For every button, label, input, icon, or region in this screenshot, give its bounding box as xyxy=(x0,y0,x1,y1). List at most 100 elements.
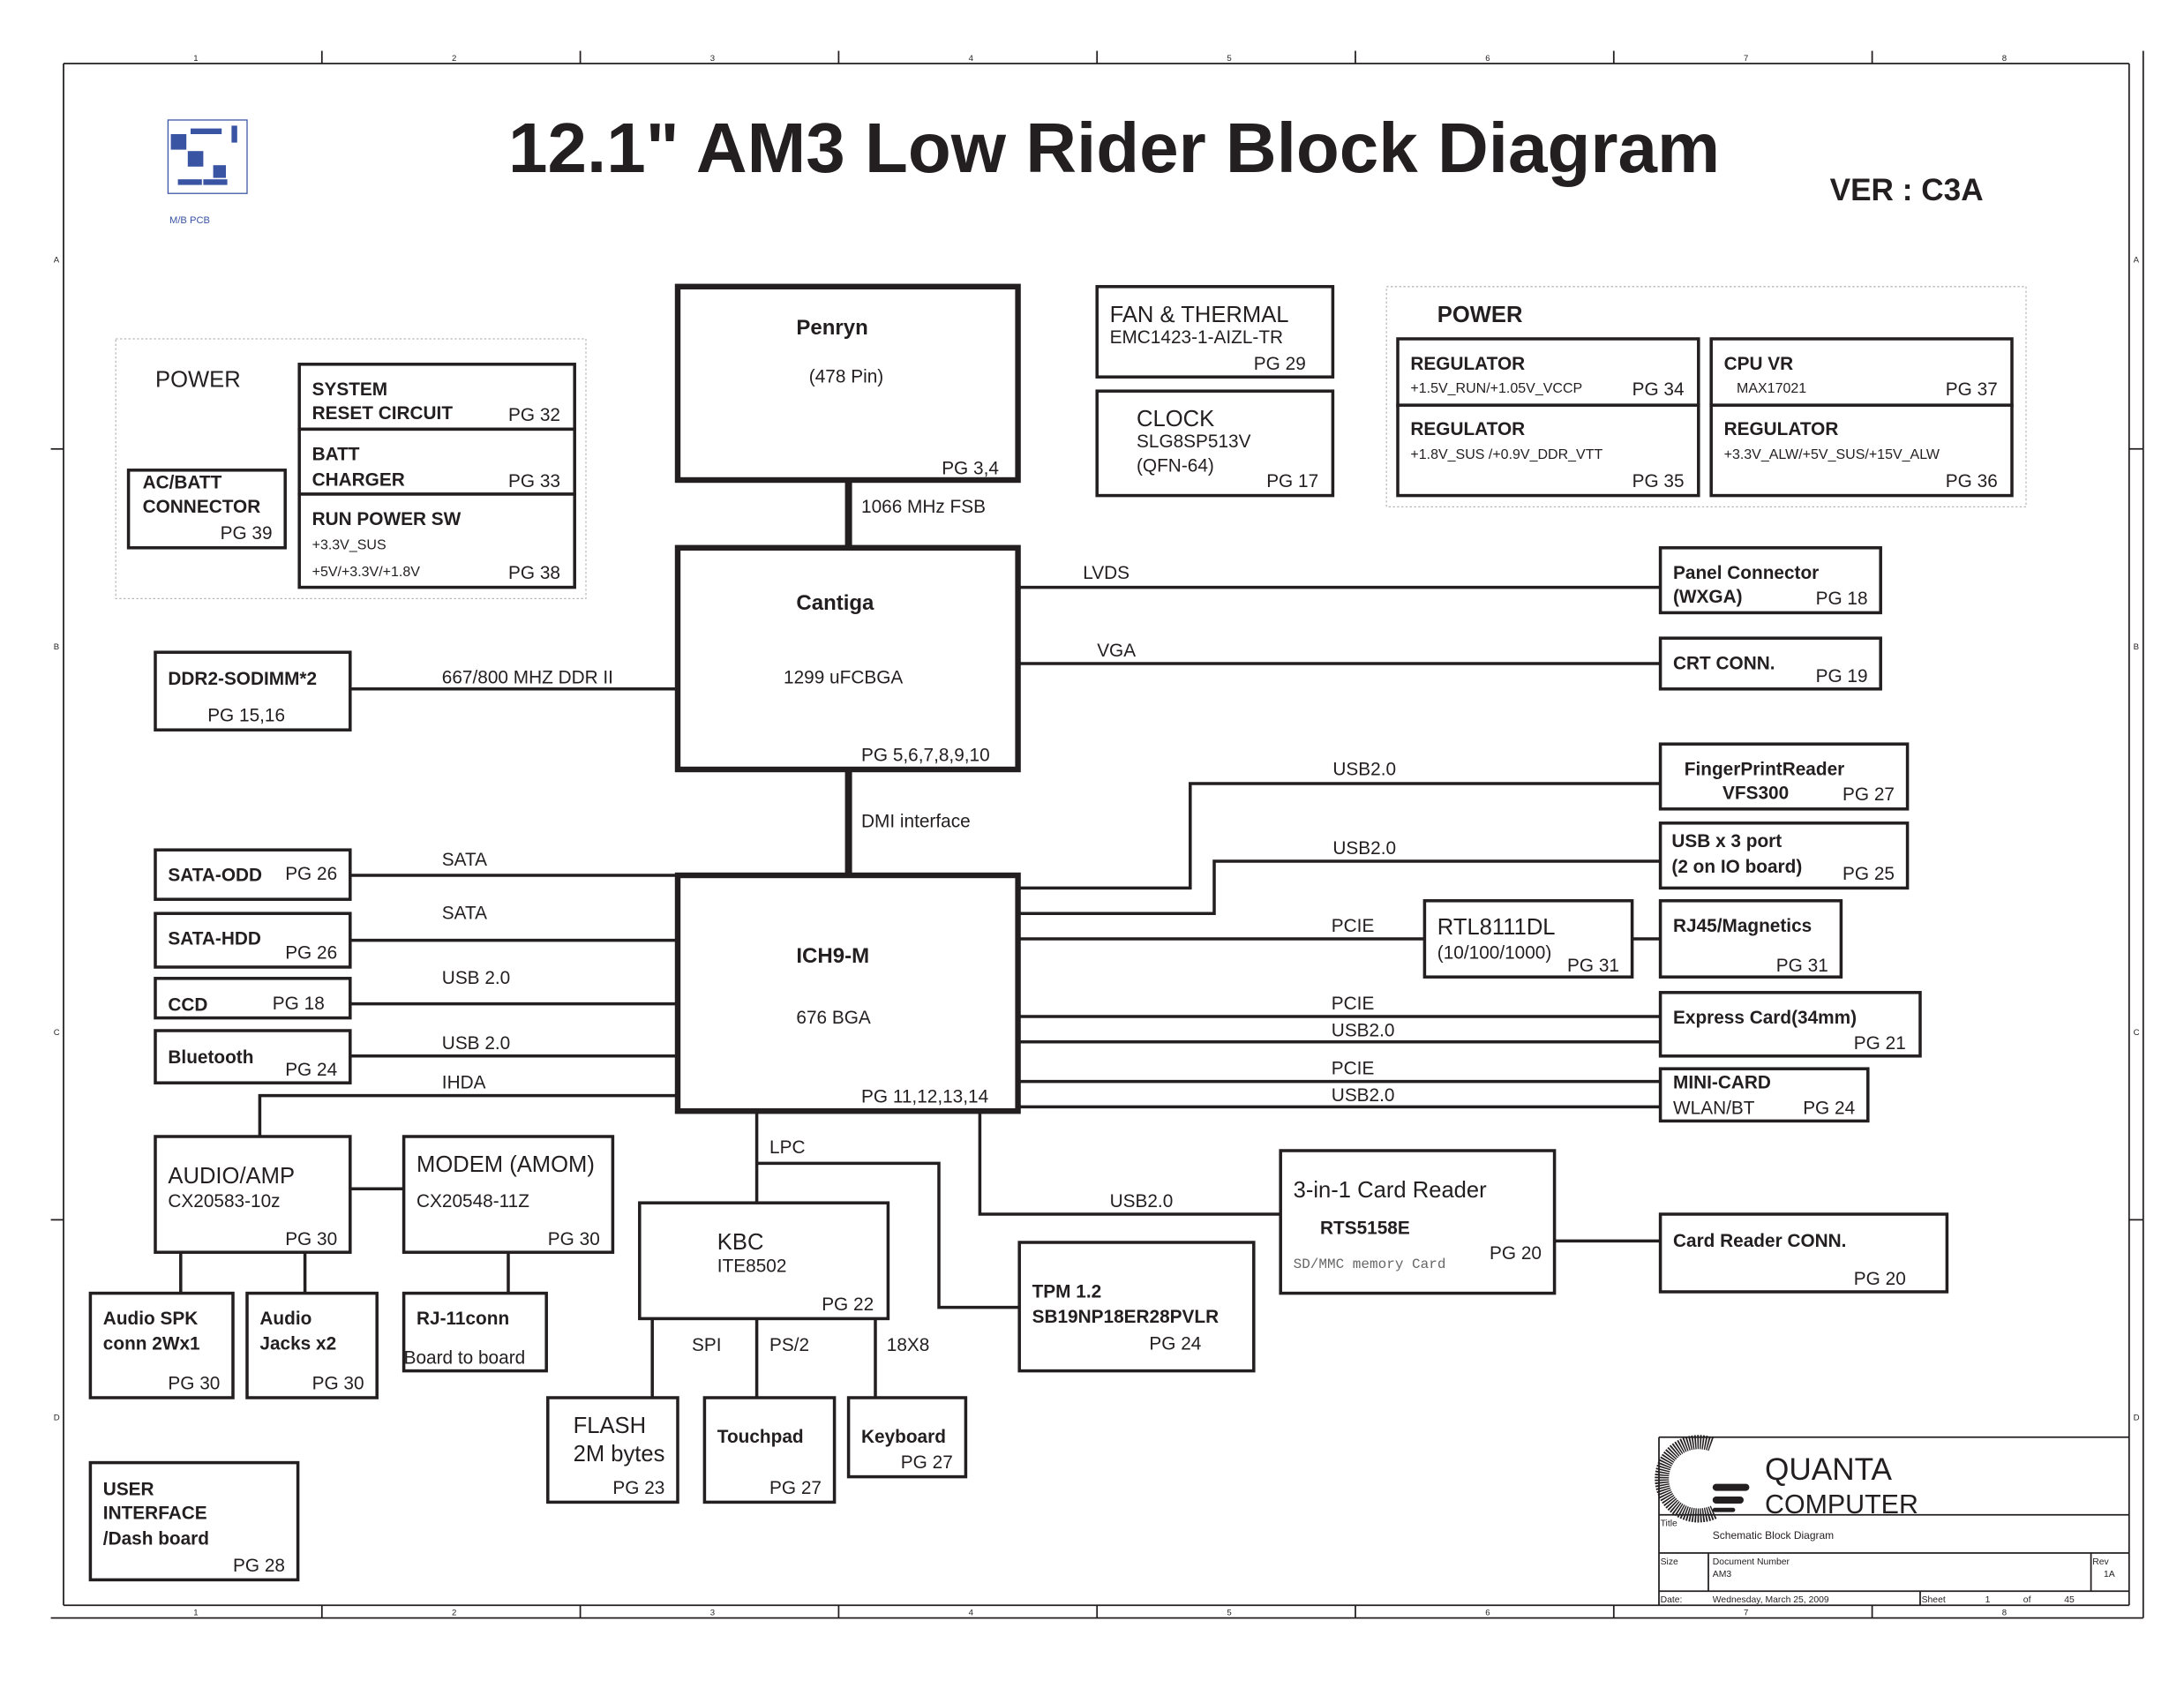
crt-connector-block[interactable]: CRT CONN. PG 19 xyxy=(1658,636,1882,691)
block-label: RTL8111DL xyxy=(1437,915,1556,940)
power-group-right xyxy=(1385,286,2027,508)
mini-card-block[interactable]: MINI-CARD WLAN/BT PG 24 xyxy=(1658,1067,1870,1123)
panel-connector-block[interactable]: Panel Connector (WXGA) PG 18 xyxy=(1658,546,1882,615)
bus-label: USB2.0 xyxy=(1332,759,1396,779)
rj11-connector-block[interactable]: RJ-11conn Board to board xyxy=(402,1291,548,1373)
flash-block[interactable]: FLASH 2M bytes PG 23 xyxy=(546,1396,679,1504)
card-reader-connector-block[interactable]: Card Reader CONN. PG 20 xyxy=(1658,1212,1949,1294)
ddr2-sodimm-block[interactable]: DDR2-SODIMM*2 PG 15,16 xyxy=(154,650,352,731)
ccd-block[interactable]: CCD PG 18 xyxy=(154,977,352,1020)
batt-charger-block[interactable]: BATT CHARGER PG 33 xyxy=(297,427,576,496)
bus-label: PCIE xyxy=(1332,994,1375,1014)
page-ref: PG 39 xyxy=(221,523,273,544)
rail-label: +3.3V_ALW/+5V_SUS/+15V_ALW xyxy=(1724,447,1940,462)
lan-rtl8111dl-block[interactable]: RTL8111DL (10/100/1000) PG 31 xyxy=(1422,899,1634,979)
bus-label: IHDA xyxy=(442,1073,486,1093)
usb-port-block[interactable]: USB x 3 port (2 on IO board) PG 25 xyxy=(1658,821,1910,890)
page-ref: PG 29 xyxy=(1254,354,1306,374)
block-label: 3-in-1 Card Reader xyxy=(1294,1178,1488,1203)
fan-thermal-block[interactable]: FAN & THERMAL EMC1423-1-AIZL-TR PG 29 xyxy=(1095,285,1335,379)
block-sub: 1299 uFCBGA xyxy=(784,667,903,687)
field-label: Document Number xyxy=(1713,1557,1790,1567)
bus-label: LVDS xyxy=(1083,563,1130,583)
rail-label: +3.3V_SUS xyxy=(312,537,387,552)
audio-speaker-connector-block[interactable]: Audio SPK conn 2Wx1 PG 30 xyxy=(88,1291,235,1399)
sata-odd-block[interactable]: SATA-ODD PG 26 xyxy=(154,848,352,901)
card-reader-block[interactable]: 3-in-1 Card Reader RTS5158E SD/MMC memor… xyxy=(1279,1149,1557,1295)
tpm-block[interactable]: TPM 1.2 SB19NP18ER28PVLR PG 24 xyxy=(1017,1241,1256,1373)
bus-label: 1066 MHz FSB xyxy=(861,497,986,517)
row-label: D xyxy=(54,1414,60,1423)
regulator-vccp-block[interactable]: REGULATOR +1.5V_RUN/+1.05V_VCCP PG 34 xyxy=(1396,337,1700,407)
block-label: CPU VR xyxy=(1724,354,1794,374)
page-ref: PG 36 xyxy=(1946,471,1998,491)
quanta-logo-icon xyxy=(1655,1435,1750,1523)
ac-batt-connector-block[interactable]: AC/BATT CONNECTOR PG 39 xyxy=(126,469,287,550)
column-label: 7 xyxy=(1744,1608,1748,1617)
fingerprint-reader-block[interactable]: FingerPrintReader VFS300 PG 27 xyxy=(1658,742,1910,811)
cpu-penryn-block[interactable]: Penryn (478 Pin) PG 3,4 xyxy=(674,283,1021,484)
column-label: 8 xyxy=(2002,54,2007,64)
user-interface-block[interactable]: USER INTERFACE /Dash board PG 28 xyxy=(88,1460,300,1582)
block-label: MODEM (AMOM) xyxy=(417,1152,595,1177)
doc-title: Schematic Block Diagram xyxy=(1713,1529,1834,1542)
column-label: 5 xyxy=(1227,54,1231,64)
southbridge-ich9m-block[interactable]: ICH9-M 676 BGA PG 11,12,13,14 xyxy=(674,872,1021,1114)
modem-block[interactable]: MODEM (AMOM) CX20548-11Z PG 30 xyxy=(402,1135,615,1254)
block-label: conn 2Wx1 xyxy=(103,1334,200,1354)
bluetooth-block[interactable]: Bluetooth PG 24 xyxy=(154,1029,352,1084)
northbridge-cantiga-block[interactable]: Cantiga 1299 uFCBGA PG 5,6,7,8,9,10 xyxy=(674,544,1021,773)
company-name: QUANTA xyxy=(1765,1452,1893,1487)
page-ref: PG 30 xyxy=(168,1373,220,1393)
page-ref: PG 26 xyxy=(285,942,337,963)
page-ref: PG 11,12,13,14 xyxy=(861,1087,988,1107)
audio-amp-block[interactable]: AUDIO/AMP CX20583-10z PG 30 xyxy=(154,1135,352,1254)
bus-label: PCIE xyxy=(1332,916,1375,936)
column-label: 7 xyxy=(1744,54,1748,64)
column-label: 4 xyxy=(969,54,974,64)
regulator-alw-block[interactable]: REGULATOR +3.3V_ALW/+5V_SUS/+15V_ALW PG … xyxy=(1709,403,2014,498)
page-ref: PG 17 xyxy=(1266,471,1318,491)
run-power-switch-block[interactable]: RUN POWER SW +3.3V_SUS +5V/+3.3V/+1.8V P… xyxy=(297,492,576,589)
page-ref: PG 24 xyxy=(1149,1334,1201,1354)
block-label: VFS300 xyxy=(1722,784,1789,804)
block-sub: SLG8SP513V xyxy=(1137,431,1251,452)
block-label: RTS5158E xyxy=(1320,1218,1410,1238)
fingerprint-link xyxy=(1017,782,1661,890)
block-label: INTERFACE xyxy=(103,1504,207,1524)
block-sub: 676 BGA xyxy=(796,1008,871,1028)
cpu-vr-block[interactable]: CPU VR MAX17021 PG 37 xyxy=(1709,337,2014,407)
field-label: of xyxy=(2023,1595,2031,1605)
page-ref: PG 27 xyxy=(769,1478,822,1498)
power-group-label: POWER xyxy=(155,367,241,392)
block-label: CHARGER xyxy=(312,469,405,490)
block-label: MINI-CARD xyxy=(1673,1073,1771,1093)
express-card-block[interactable]: Express Card(34mm) PG 21 xyxy=(1658,991,1922,1058)
power-group-label: POWER xyxy=(1437,303,1523,327)
bus-label: USB2.0 xyxy=(1110,1191,1174,1212)
sata-hdd-block[interactable]: SATA-HDD PG 26 xyxy=(154,912,352,969)
row-label: B xyxy=(2134,642,2139,652)
row-label: A xyxy=(2134,256,2140,266)
field-label: Size xyxy=(1661,1557,1678,1567)
rj45-magnetics-block[interactable]: RJ45/Magnetics PG 31 xyxy=(1658,899,1843,979)
block-label: Cantiga xyxy=(796,591,874,615)
page-ref: PG 27 xyxy=(901,1452,953,1473)
rail-label: MAX17021 xyxy=(1737,381,1806,396)
block-sub: WLAN/BT xyxy=(1673,1098,1755,1118)
sheet-total: 45 xyxy=(2064,1595,2075,1605)
column-label: 1 xyxy=(193,54,198,64)
rev-value: 1A xyxy=(2104,1570,2115,1579)
clock-block[interactable]: CLOCK SLG8SP513V (QFN-64) PG 17 xyxy=(1095,389,1335,498)
bus-label: PS/2 xyxy=(769,1335,809,1355)
touchpad-block[interactable]: Touchpad PG 27 xyxy=(702,1396,837,1504)
bus-label: USB 2.0 xyxy=(442,968,510,988)
audio-jacks-block[interactable]: Audio Jacks x2 PG 30 xyxy=(245,1291,379,1399)
regulator-ddr-block[interactable]: REGULATOR +1.8V_SUS /+0.9V_DDR_VTT PG 35 xyxy=(1396,403,1700,498)
system-reset-block[interactable]: SYSTEM RESET CIRCUIT PG 32 xyxy=(297,363,576,431)
keyboard-block[interactable]: Keyboard PG 27 xyxy=(846,1396,968,1479)
kbc-block[interactable]: KBC ITE8502 PG 22 xyxy=(638,1201,890,1321)
field-label: Rev xyxy=(2092,1557,2109,1567)
tpm-lpc-link xyxy=(756,1161,1020,1309)
cardreader-usb-link xyxy=(978,1111,1281,1216)
